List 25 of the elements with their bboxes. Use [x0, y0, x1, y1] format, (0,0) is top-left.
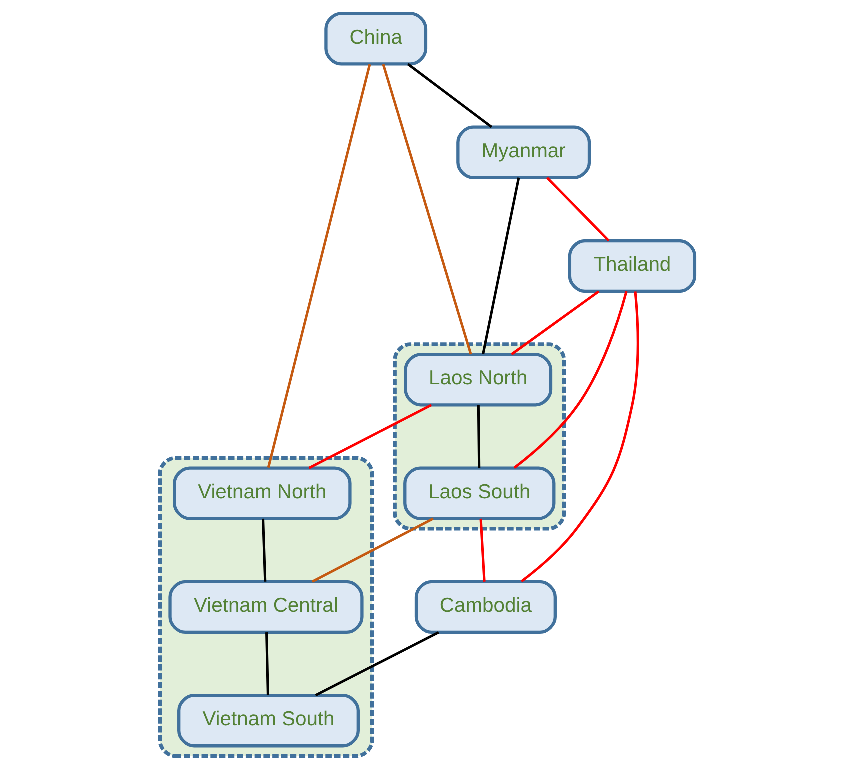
node-box: Laos North — [404, 353, 552, 407]
connector — [510, 290, 600, 356]
connector — [311, 518, 434, 583]
connector — [314, 631, 439, 697]
connector — [262, 518, 266, 582]
connector — [382, 64, 472, 355]
node-box: Laos South — [403, 466, 556, 520]
cluster — [392, 342, 566, 531]
node-box: Vietnam North — [172, 466, 352, 520]
connector — [479, 518, 486, 582]
connector — [476, 405, 480, 468]
cluster — [158, 456, 374, 758]
connector — [513, 291, 628, 470]
node-box: Myanmar — [456, 126, 591, 180]
connector — [546, 177, 610, 242]
node-box: China — [324, 12, 428, 66]
connector — [266, 64, 371, 468]
node-box: Vietnam South — [177, 694, 360, 748]
connector — [482, 178, 520, 355]
node-box: Vietnam Central — [168, 580, 364, 634]
connector — [406, 63, 492, 128]
connector — [520, 292, 639, 583]
node-box: Cambodia — [414, 580, 556, 634]
node-box: Thailand — [568, 239, 696, 294]
connector — [265, 632, 269, 696]
